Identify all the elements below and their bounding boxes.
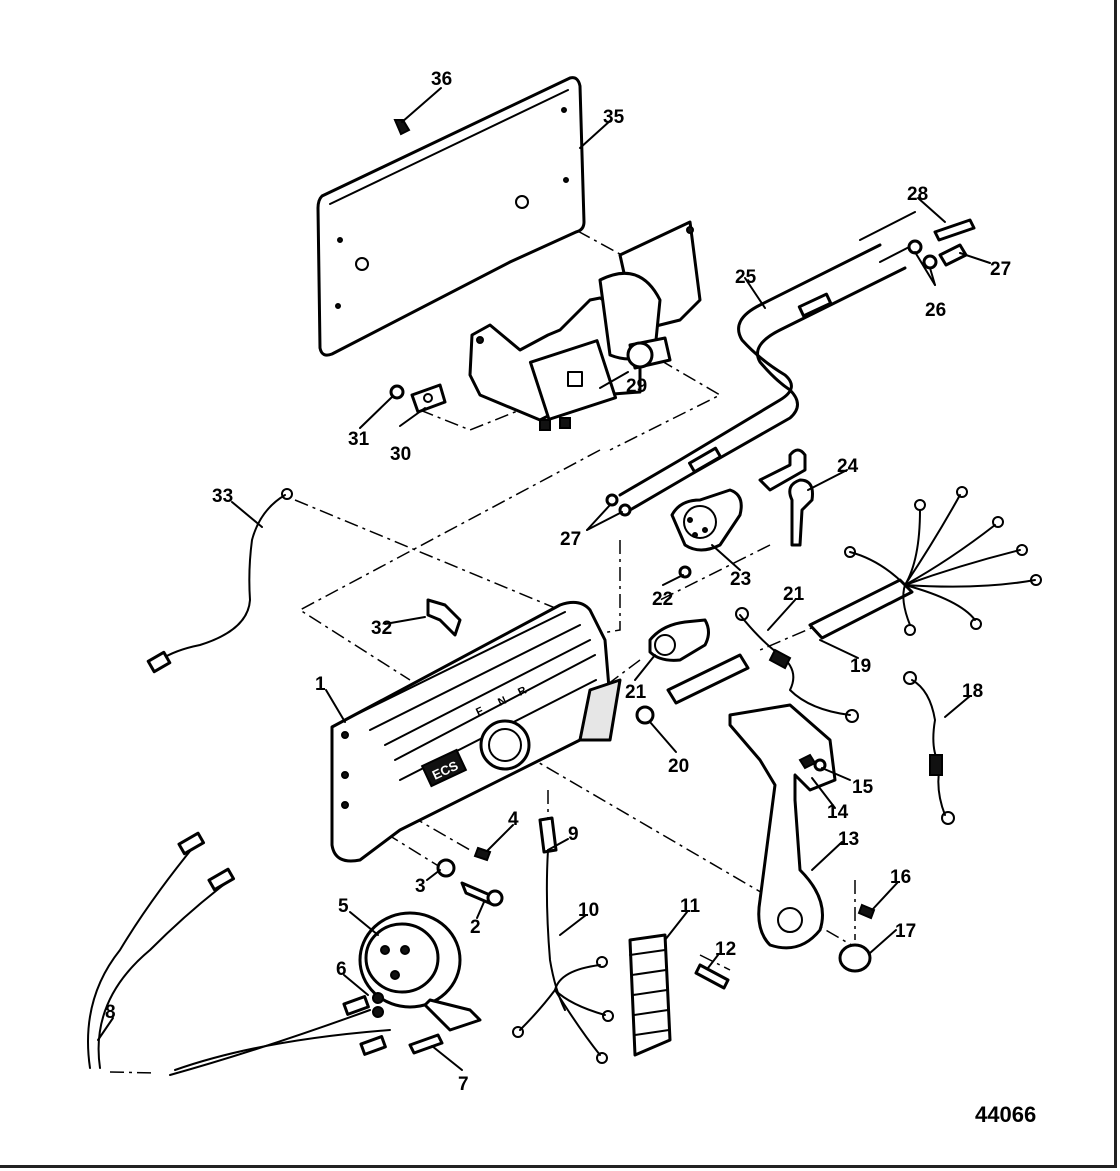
callout-21: 21 bbox=[625, 682, 647, 703]
callout-25: 24 bbox=[837, 456, 859, 477]
callout-36: 36 bbox=[431, 69, 452, 90]
screw-7 bbox=[408, 1033, 444, 1055]
nuts-27-lower bbox=[605, 493, 632, 517]
lead-18 bbox=[903, 671, 955, 825]
callout-34: 33 bbox=[212, 486, 233, 507]
cables-26 bbox=[618, 211, 916, 512]
callout-13: 13 bbox=[838, 829, 859, 850]
washer-3 bbox=[436, 858, 456, 878]
rod-19 bbox=[666, 653, 750, 705]
clip-33 bbox=[426, 598, 462, 637]
callout-24: 22 bbox=[652, 589, 673, 610]
callout-6: 6 bbox=[336, 959, 347, 980]
callout-33: 32 bbox=[371, 618, 392, 639]
callout-17: 17 bbox=[895, 921, 916, 942]
callout-27-upper: 26 bbox=[925, 300, 946, 321]
leader-lines bbox=[97, 87, 991, 1071]
callout-35: 35 bbox=[603, 107, 625, 128]
block-31 bbox=[410, 383, 447, 414]
nut-20 bbox=[635, 705, 655, 725]
callout-12: 12 bbox=[715, 939, 736, 960]
control-housing: ECS F N R bbox=[330, 600, 622, 863]
callout-22: 21 bbox=[783, 584, 805, 605]
callout-16: 16 bbox=[890, 867, 911, 888]
callout-30: 29 bbox=[626, 376, 647, 397]
switch-21 bbox=[648, 618, 710, 662]
bolt-2 bbox=[460, 881, 504, 907]
callout-26: 25 bbox=[735, 267, 757, 288]
callout-10: 10 bbox=[578, 900, 599, 921]
horn-5 bbox=[358, 911, 482, 1032]
callout-32: 31 bbox=[348, 429, 370, 450]
terminal-block-11 bbox=[628, 933, 672, 1057]
nut-32 bbox=[389, 384, 405, 400]
screw-12 bbox=[694, 963, 730, 990]
callout-1: 1 bbox=[315, 674, 326, 695]
callout-23: 23 bbox=[730, 569, 751, 590]
callout-8: 8 bbox=[105, 1002, 116, 1023]
lead-34 bbox=[146, 488, 293, 674]
callout-28: 27 bbox=[990, 259, 1011, 280]
callout-9: 9 bbox=[568, 824, 579, 845]
nuts-6 bbox=[372, 992, 384, 1018]
callout-15: 15 bbox=[852, 777, 874, 798]
callout-2: 2 bbox=[470, 917, 481, 938]
callout-11: 11 bbox=[680, 896, 701, 917]
lead-9-10 bbox=[512, 816, 614, 1064]
callout-29: 28 bbox=[907, 184, 928, 205]
control-handle bbox=[728, 703, 837, 950]
callout-5: 5 bbox=[338, 896, 349, 917]
mounting-plate bbox=[316, 76, 586, 357]
callouts: 36 35 28 27 26 25 29 30 31 24 33 27 23 2… bbox=[105, 69, 1011, 1095]
callout-3: 3 bbox=[415, 876, 426, 897]
keys-25 bbox=[758, 448, 814, 547]
callout-7: 7 bbox=[458, 1074, 469, 1095]
shift-letter-f: F bbox=[474, 705, 485, 719]
screw-16 bbox=[857, 903, 876, 920]
lanyard-22 bbox=[735, 607, 859, 723]
figure-number: 44066 bbox=[975, 1102, 1036, 1127]
cap-17 bbox=[838, 943, 872, 973]
callout-19: 19 bbox=[850, 656, 871, 677]
harness-8 bbox=[87, 831, 391, 1076]
callout-4: 4 bbox=[508, 809, 519, 830]
callout-27-lower: 27 bbox=[560, 529, 581, 550]
screw-36 bbox=[393, 119, 411, 136]
callout-18: 18 bbox=[962, 681, 983, 702]
wire-harness bbox=[808, 486, 1042, 640]
nut-4 bbox=[473, 846, 492, 862]
callout-20: 20 bbox=[668, 756, 689, 777]
callout-14: 14 bbox=[827, 802, 849, 823]
callout-31: 30 bbox=[390, 444, 411, 465]
control-mechanism bbox=[468, 220, 702, 431]
pin-29 bbox=[933, 218, 976, 242]
clip-28 bbox=[938, 243, 968, 267]
ignition-switch-23 bbox=[670, 488, 743, 552]
